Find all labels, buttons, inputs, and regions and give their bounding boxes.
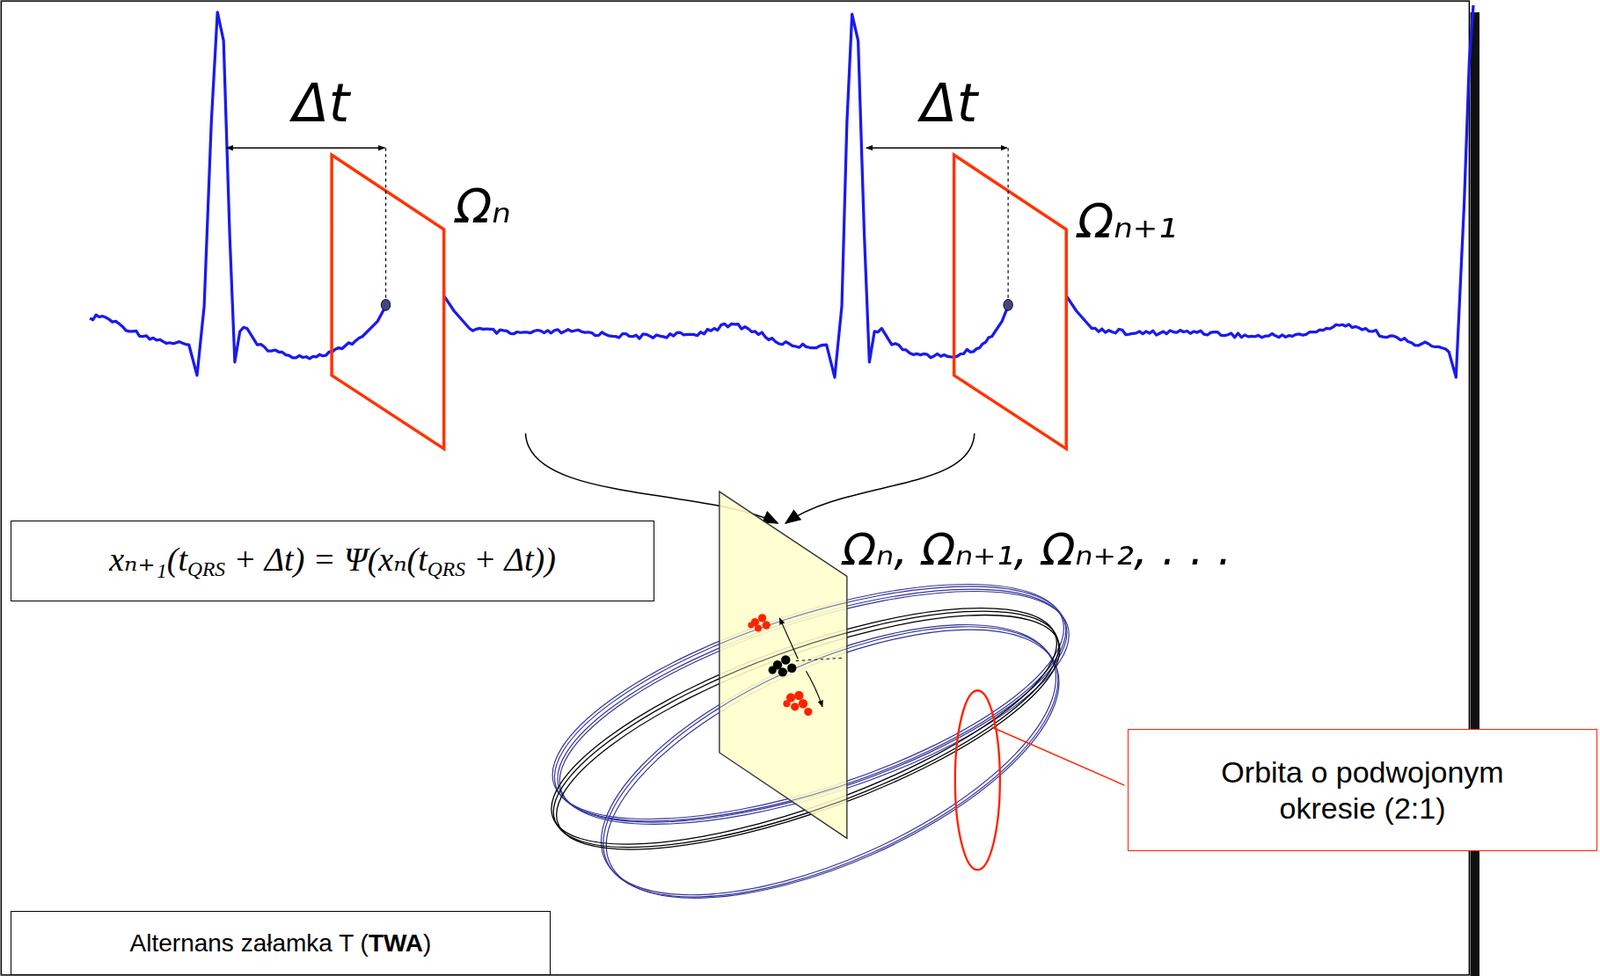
mapping-arrow: [785, 433, 975, 524]
figure-circle: [754, 624, 762, 632]
ecg-line: [444, 14, 1009, 378]
section-label: Ωₙ: [455, 180, 512, 233]
figure-circle: [747, 622, 754, 629]
figure-circle: [778, 667, 788, 677]
dashed-guide: [1008, 147, 1009, 302]
figure-circle: [787, 663, 797, 673]
interval-arrow: [866, 146, 1008, 149]
figure-ellipse: [714, 571, 848, 838]
figure-circle: [762, 621, 771, 629]
figure-circle: [768, 665, 777, 674]
ecg-line: [89, 12, 386, 376]
dashed-guide: [385, 147, 387, 302]
box-text: Alternans załamka T (TWA): [130, 928, 432, 959]
box-text: xₙ₊₁(tQRS + Δt) = Ψ(xₙ(tQRS + Δt)): [109, 540, 556, 582]
highlight-ellipse: [955, 690, 1001, 870]
title-box: Alternans załamka T (TWA): [10, 911, 551, 976]
interval-arrow: [226, 146, 386, 149]
figure-circle: [794, 691, 804, 701]
leader-line: [992, 727, 1126, 786]
poincare-plane: [719, 491, 848, 839]
interval-label: Δt: [920, 73, 979, 132]
orbits-front: [714, 571, 848, 838]
callout-box: Orbita o podwojonym okresie (2:1): [1127, 729, 1598, 852]
figure-circle: [758, 613, 767, 622]
section-points: [747, 613, 812, 716]
section-plane: [331, 154, 445, 449]
sample-dot: [380, 299, 390, 311]
section-label: Ωₙ, Ωₙ₊₁, Ωₙ₊₂, . . .: [842, 526, 1232, 575]
box-text: Orbita o podwojonym okresie (2:1): [1186, 754, 1539, 827]
dashed-guide: [796, 657, 846, 661]
ecg-trace: [89, 5, 1474, 378]
section-label: Ωₙ₊₁: [1077, 195, 1177, 248]
section-plane: [954, 154, 1067, 449]
formula-box: xₙ₊₁(tQRS + Δt) = Ψ(xₙ(tQRS + Δt)): [10, 520, 655, 602]
figure-circle: [782, 700, 790, 708]
map-arrow: [779, 618, 798, 659]
figure-ellipse: [714, 571, 848, 838]
ecg-line: [1066, 5, 1474, 378]
figure-ellipse: [714, 571, 848, 838]
figure-circle: [790, 702, 799, 711]
map-arrow: [805, 671, 823, 708]
interval-label: Δt: [292, 73, 351, 132]
figure-circle: [803, 708, 812, 716]
sample-dot: [1003, 299, 1013, 311]
figure-circle: [798, 699, 808, 709]
figure-circle: [781, 655, 790, 665]
